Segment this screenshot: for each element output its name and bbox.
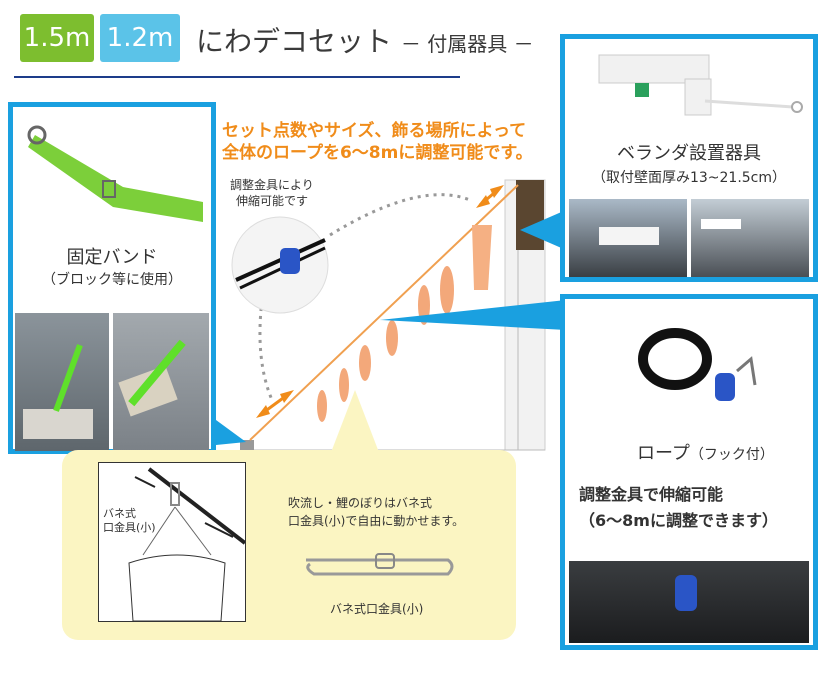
dotted-arc-left [258, 299, 274, 401]
band-photo-1 [15, 313, 109, 451]
band-illustration [27, 125, 203, 222]
page-subtitle: － 付属器具 － [400, 32, 534, 56]
page-title: にわデコセット － 付属器具 － [196, 20, 534, 60]
inset-string [142, 506, 176, 556]
bracket-arm [684, 78, 712, 116]
rope-adjuster [715, 373, 735, 401]
house-window [516, 180, 544, 250]
inset-clip-icon [170, 482, 180, 506]
snap-clip-inset: バネ式 口金具(小) [98, 462, 246, 622]
band-subtitle: （ブロック等に使用） [42, 272, 182, 288]
anchor-block [240, 440, 254, 450]
rope-coil [638, 328, 712, 390]
carp-streamer [317, 390, 327, 422]
inset-windsock [128, 554, 226, 621]
page-title-text: にわデコセット [196, 25, 393, 58]
veranda-panel: ベランダ設置器具 （取付壁面厚み13~21.5cm） [560, 34, 818, 282]
rope-panel: ロープ（フック付） 調整金具で伸縮可能 （6～8mに調整できます） [560, 294, 818, 650]
rope-pointer [380, 300, 566, 330]
intro-line-1: セット点数やサイズ、飾る場所によって [222, 121, 527, 141]
arrowhead [476, 195, 490, 208]
dotted-arc-top [329, 193, 471, 237]
rope-coil-illustration [638, 328, 757, 401]
title-underline [14, 76, 460, 78]
rope-photo [569, 561, 809, 643]
size-badge-label: 1.2m [106, 23, 174, 53]
band-pointer [216, 420, 246, 445]
rope-title: ロープ [637, 443, 690, 464]
bracket-body [598, 54, 710, 84]
inset-arrow [204, 522, 234, 538]
bracket-knob [635, 83, 649, 97]
size-badge-1-5m: 1.5m [20, 14, 94, 62]
green-band [53, 344, 83, 412]
size-badge-label: 1.5m [23, 23, 91, 53]
carp-streamer [440, 266, 454, 314]
size-badge-1-2m: 1.2m [100, 14, 180, 62]
snap-text-line-1: 吹流し・鯉のぼりはバネ式 [288, 496, 433, 510]
hook-icon [736, 356, 757, 386]
band-photo-2 [113, 313, 209, 451]
inset-label-2: 口金具(小) [103, 521, 156, 534]
arrowhead [280, 390, 294, 403]
arrowhead [256, 405, 270, 418]
bracket-on-rail [599, 227, 659, 245]
inset-rope [147, 467, 245, 545]
carp-streamer [339, 368, 349, 402]
arrowhead [490, 185, 504, 198]
adjuster-note-line-2: 伸縮可能です [236, 194, 309, 208]
inset-string [174, 506, 212, 556]
adjuster-clip [280, 248, 300, 274]
concrete-block [118, 365, 178, 417]
band-ring-icon [27, 125, 47, 145]
band-strap [28, 135, 203, 222]
inset-label-1: バネ式 [103, 507, 136, 520]
band-title: 固定バンド [66, 247, 158, 268]
veranda-subtitle: （取付壁面厚み13~21.5cm） [591, 170, 787, 186]
snap-clip-illustration [306, 553, 454, 576]
rope-desc-2: （6～8mに調整できます） [579, 511, 778, 530]
windsock [472, 225, 492, 290]
bracket-ring-icon [791, 101, 803, 113]
snap-clip-caption: バネ式口金具(小) [330, 602, 424, 616]
band-buckle-icon [102, 180, 116, 198]
rope-title-suffix: （フック付） [689, 447, 774, 463]
snap-text-line-2: 口金具(小)で自由に動かせます。 [288, 514, 465, 528]
bracket-rod [704, 99, 794, 109]
veranda-bracket-illustration [598, 54, 803, 116]
carp-streamer [386, 320, 398, 356]
snap-clip-diagram [128, 467, 245, 621]
rope-desc-1: 調整金具で伸縮可能 [579, 485, 724, 504]
hook-detail [701, 219, 741, 229]
veranda-title: ベランダ設置器具 [617, 143, 761, 164]
snap-pointer [330, 390, 380, 455]
snap-clip-wire [306, 558, 454, 576]
intro-line-2: 全体のロープを6〜8mに調整可能です。 [222, 143, 533, 163]
snap-clip-hook [375, 553, 395, 569]
band-panel: 固定バンド （ブロック等に使用） [8, 102, 216, 454]
veranda-photo-1 [569, 199, 687, 277]
adjuster-note-line-1: 調整金具により [230, 178, 314, 192]
rope-title-row: ロープ（フック付） [637, 439, 774, 465]
veranda-pointer [520, 210, 566, 250]
rope-adjuster-photo [675, 575, 697, 611]
inset-arrow [134, 476, 156, 488]
veranda-photo-2 [691, 199, 809, 277]
carp-streamer [359, 345, 371, 381]
concrete-block [23, 409, 93, 439]
